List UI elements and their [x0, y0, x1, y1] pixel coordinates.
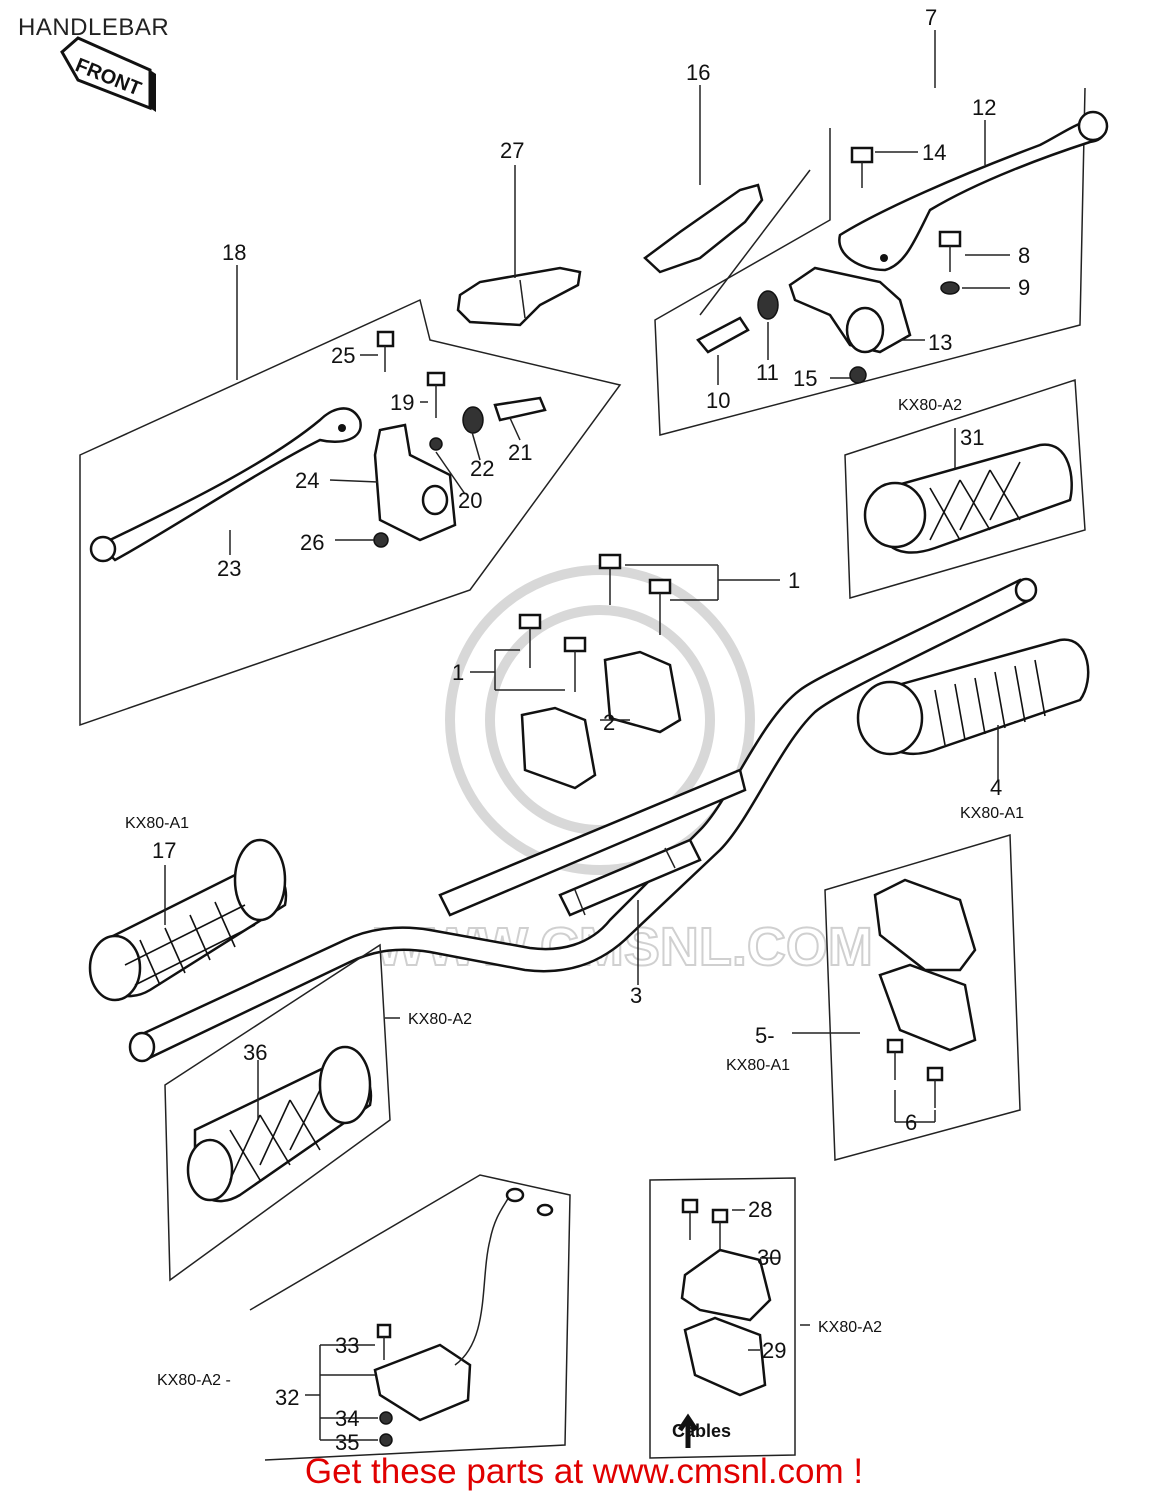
variant-label: KX80-A2 — [818, 1319, 882, 1336]
callout-1: 1 — [452, 660, 464, 685]
callout-23: 23 — [217, 556, 241, 581]
upper-clamp — [603, 650, 682, 734]
upper-clamp — [520, 706, 597, 790]
right-grip-a1 — [856, 638, 1090, 780]
right-grip-a2 — [844, 378, 1086, 599]
variant-label: KX80-A2 — [408, 1011, 472, 1028]
callout-12: 12 — [972, 95, 996, 120]
callout-17: 17 — [152, 838, 176, 863]
front-arrow-icon: FRONT — [60, 36, 156, 112]
callout-4: 4 — [990, 775, 1002, 800]
callout-labels: 1 1 2 3 4 5- 6 7 8 9 10 11 12 13 14 15 1… — [152, 5, 1030, 1455]
callout-3: 3 — [630, 983, 642, 1008]
callout-9: 9 — [1018, 275, 1030, 300]
page-title: HANDLEBAR — [18, 14, 170, 41]
callout-32: 32 — [275, 1385, 299, 1410]
engine-stop-switch — [249, 1174, 571, 1461]
callout-16: 16 — [686, 60, 710, 85]
arrow-up-icon — [677, 1413, 699, 1448]
variant-label: KX80-A1 — [960, 805, 1024, 822]
variant-label: KX80-A1 — [726, 1057, 790, 1074]
handlebar-clamp-group — [470, 553, 780, 790]
handlebar-crossbar — [438, 768, 747, 917]
callout-19: 19 — [390, 390, 414, 415]
cables-label: Cables — [672, 1421, 731, 1441]
callout-6: 6 — [905, 1110, 917, 1135]
callout-20: 20 — [458, 488, 482, 513]
variant-label: KX80-A1 — [125, 815, 189, 832]
handlebar — [128, 577, 1038, 1063]
lever-cover — [456, 266, 582, 327]
clutch-lever — [97, 407, 362, 562]
callout-31: 31 — [960, 425, 984, 450]
callout-24: 24 — [295, 468, 319, 493]
callout-30: 30 — [757, 1245, 781, 1270]
callout-22: 22 — [470, 456, 494, 481]
callout-35: 35 — [335, 1430, 359, 1455]
callout-29: 29 — [762, 1338, 786, 1363]
switch-housing-a1 — [792, 834, 1021, 1161]
callout-2: 2 — [603, 710, 615, 735]
callout-8: 8 — [1018, 243, 1030, 268]
left-grip-a1 — [88, 838, 288, 1002]
callout-1: 1 — [788, 568, 800, 593]
callout-5: 5- — [755, 1023, 775, 1048]
callout-25: 25 — [331, 343, 355, 368]
callout-36: 36 — [243, 1040, 267, 1065]
variant-label: KX80-A2 - — [157, 1372, 231, 1389]
callout-14: 14 — [922, 140, 946, 165]
clamp-bolt — [518, 553, 672, 692]
callout-26: 26 — [300, 530, 324, 555]
lever-holder — [373, 423, 457, 542]
callout-33: 33 — [335, 1333, 359, 1358]
callout-21: 21 — [508, 440, 532, 465]
callout-7: 7 — [925, 5, 937, 30]
callout-34: 34 — [335, 1406, 359, 1431]
callout-28: 28 — [748, 1197, 772, 1222]
variant-label: KX80-A2 — [898, 397, 962, 414]
variant-labels: KX80-A2 KX80-A1 KX80-A1 KX80-A2 KX80-A1 … — [125, 397, 1024, 1441]
callout-10: 10 — [706, 388, 730, 413]
callout-27: 27 — [500, 138, 524, 163]
footer-promo[interactable]: Get these parts at www.cmsnl.com ! — [304, 1452, 864, 1491]
callout-13: 13 — [928, 330, 952, 355]
lever-dust-cover — [643, 183, 764, 274]
callout-15: 15 — [793, 366, 817, 391]
left-grip-a2 — [164, 943, 400, 1282]
switch-housing-a2 — [649, 1177, 810, 1459]
callout-11: 11 — [756, 360, 779, 385]
right-lever-group — [643, 30, 1109, 436]
callout-18: 18 — [222, 240, 246, 265]
front-brake-lever — [838, 118, 1106, 272]
left-lever-group — [79, 165, 622, 727]
